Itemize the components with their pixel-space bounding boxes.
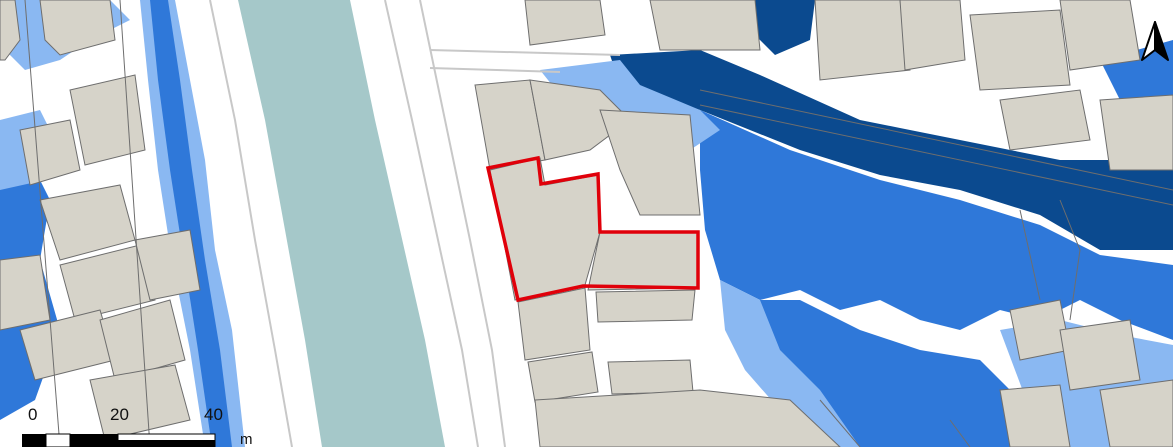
building <box>587 231 699 291</box>
scale-segment <box>22 434 46 447</box>
parcel-line <box>1059 199 1081 321</box>
scale-segment <box>70 434 118 447</box>
scale-segment <box>45 433 71 447</box>
building <box>0 0 21 61</box>
road-line-4 <box>429 49 621 56</box>
scale-label-0: 0 <box>28 405 38 424</box>
building <box>607 359 694 395</box>
north-arrow-left-half <box>1141 21 1156 61</box>
parcel-line <box>949 419 971 447</box>
building <box>39 0 116 56</box>
building <box>89 364 191 441</box>
building <box>1059 0 1141 71</box>
north-arrow-icon <box>1141 21 1169 61</box>
scale-label-20: 20 <box>110 405 129 424</box>
flood-band-left-medium <box>150 0 232 447</box>
scale-label-40: 40 <box>204 405 223 424</box>
building <box>527 351 599 403</box>
parcel-line <box>1019 209 1041 301</box>
parcel-line <box>24 0 61 447</box>
parcel-line <box>699 89 1173 191</box>
parcel-line <box>819 399 861 447</box>
building <box>1059 319 1141 391</box>
building <box>59 244 156 321</box>
flood-south-medium <box>740 300 1030 447</box>
parcel-line <box>699 104 1173 206</box>
building <box>1099 94 1173 171</box>
building <box>595 289 696 323</box>
building <box>999 384 1071 447</box>
building <box>999 89 1091 151</box>
building <box>969 9 1071 91</box>
building <box>1099 379 1173 447</box>
site-boundary[interactable] <box>485 155 700 303</box>
building <box>599 109 701 216</box>
building <box>19 119 81 186</box>
scale-segment <box>118 440 215 447</box>
building <box>517 287 591 361</box>
scale-unit-label: m <box>240 431 253 447</box>
road-line-1 <box>209 0 293 447</box>
building <box>814 0 911 81</box>
flood-channel-dark <box>610 50 1173 250</box>
parcel-line <box>119 0 151 447</box>
building <box>649 0 761 51</box>
canal <box>238 0 445 447</box>
building <box>524 0 606 46</box>
north-arrow-right-half <box>1154 21 1169 61</box>
road-line-2 <box>384 0 479 447</box>
flood-top-right-dark <box>750 0 815 55</box>
building <box>134 229 201 301</box>
road-lines <box>209 0 621 447</box>
scale-bar <box>22 433 216 447</box>
flood-east-medium <box>700 110 1173 340</box>
building <box>899 0 966 71</box>
road-line-5 <box>429 67 561 73</box>
parcel-lines-layer <box>24 0 1173 447</box>
building <box>534 389 841 447</box>
road-line-3 <box>419 0 506 447</box>
